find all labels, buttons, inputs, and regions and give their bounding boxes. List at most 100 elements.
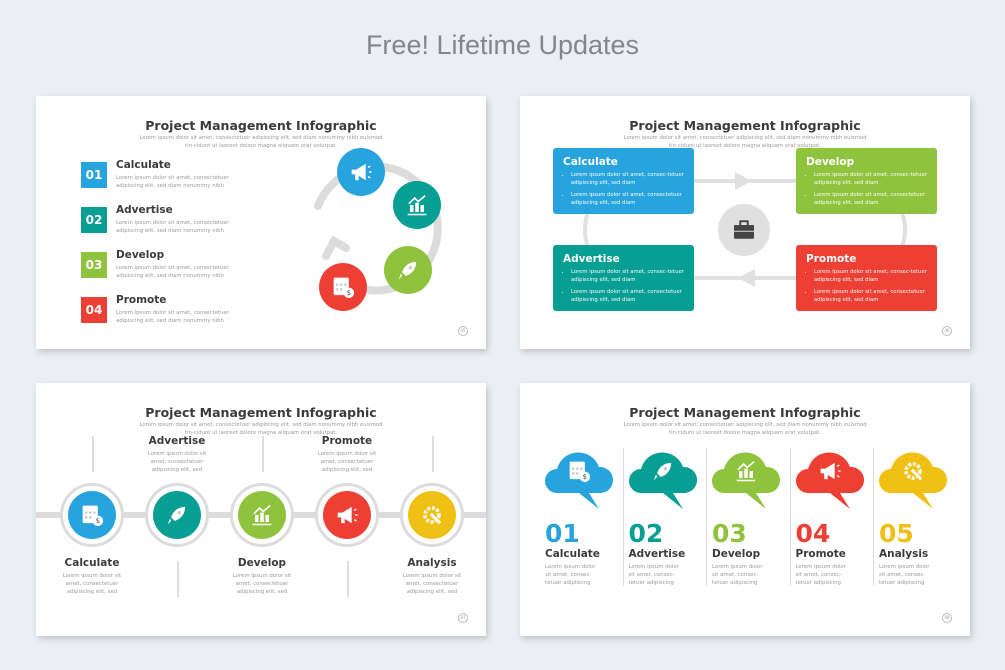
box-bullet: Lorem ipsum dolor sit amet, consec-tetue… [814,268,927,284]
box-bullet: Lorem ipsum dolor sit amet, consec-tetue… [814,171,927,187]
slide-title: Project Management Infographic [145,405,377,420]
page-number: 08 [942,613,952,623]
rocket-icon [167,506,186,525]
cloud-shape [879,452,948,509]
cloud-icon-wrap [899,457,927,489]
slide-cycle[interactable]: Project Management Infographic Lorem ips… [36,96,486,349]
box-bullet: Lorem ipsum dolor sit amet, consec-tetue… [571,171,684,187]
box-bullet: Lorem ipsum dolor sit amet, consectetuer… [571,191,684,207]
gear-wrench-icon [423,506,442,525]
step-icon-circle [323,491,371,539]
slide-clouds[interactable]: Project Management Infographic Lorem ips… [520,383,970,636]
step-label: Advertise [116,204,173,216]
cloud-shape [628,452,697,509]
cloud-icon-wrap [816,457,844,489]
slide-title: Project Management Infographic [145,118,377,133]
chart-icon [252,505,272,526]
slide-subtitle: Lorem ipsum dolor sit amet, consectetuer… [623,422,867,436]
box-bullet: Lorem ipsum dolor sit amet, consec-tetue… [571,268,684,284]
gear-wrench-icon [904,462,923,481]
step-number: 03 [712,519,747,548]
cloud-icon-wrap [732,457,760,489]
svg-text:$: $ [583,473,587,481]
step-desc: Lorem ipsum dolor sit amet, consectetuer… [116,265,229,279]
step-label: Analysis [879,548,929,560]
svg-text:$: $ [347,289,351,297]
page-number: 07 [458,613,468,623]
step-desc: Lorem ipsum dolor sit amet, consectetuer… [116,310,229,324]
center-circle [718,204,770,256]
step-ring: $ [60,483,124,547]
step-icon-circle [153,491,201,539]
divider-line [347,561,349,597]
box-bullet: Lorem ipsum dolor sit amet, consectetuer… [571,288,684,304]
step-desc: Lorem ipsum dolor sit amet, consec-tetue… [712,564,763,586]
step-ring [230,483,294,547]
slide-boxes[interactable]: Project Management Infographic Lorem ips… [520,96,970,349]
svg-text:$: $ [96,517,100,525]
step-number: 05 [879,519,914,548]
column-divider [706,448,707,586]
megaphone-icon [351,163,372,181]
calculator-icon: $ [82,505,104,527]
step-label: Promote [321,435,373,447]
flow-connectors [583,172,907,287]
box-title: Calculate [563,156,618,168]
slide-subtitle: Lorem ipsum dolor sit amet, consectetuer… [623,135,867,149]
page-number: 06 [942,326,952,336]
box-bullet: Lorem ipsum dolor sit amet, consectetuer… [814,288,927,304]
page-header-title: Free! Lifetime Updates [365,30,640,60]
step-label: Develop [237,557,287,569]
step-number: 04 [795,519,831,548]
box-title: Promote [806,253,857,265]
rocket-icon [653,462,671,481]
step-number: 03 [81,252,107,278]
calculator-icon: $ [569,461,591,483]
step-icon-circle [408,491,456,539]
step-desc: Lorem ipsum dolor sit amet, consectetuer… [232,573,292,595]
divider-line [177,561,179,597]
step-label: Develop [712,548,761,560]
step-number: 02 [628,519,664,548]
cloud-shape [545,452,614,509]
step-number: 01 [81,162,107,188]
box-title: Advertise [563,253,620,265]
step-label: Advertise [628,548,686,560]
step-desc: Lorem ipsum dolor sit amet, consectetuer… [317,451,377,473]
megaphone-icon [820,462,840,480]
step-desc: Lorem ipsum dolor sit amet, consectetuer… [116,175,229,189]
step-desc: Lorem ipsum dolor sit amet, consec-tetue… [879,564,930,586]
step-desc: Lorem ipsum dolor sit amet, consectetuer… [147,451,207,473]
step-icon-circle [393,181,441,229]
slide-title: Project Management Infographic [629,405,861,420]
box-title: Develop [806,156,855,168]
megaphone-icon [337,506,358,524]
cloud-shape [795,452,864,509]
slide-title: Project Management Infographic [629,118,861,133]
step-label: Develop [116,249,165,261]
step-label: Calculate [545,548,600,560]
step-desc: Lorem ipsum dolor sit amet, consec-tetue… [628,564,679,586]
cloud-icon-wrap: $ [565,457,593,489]
divider-line [92,436,94,472]
chart-icon [407,195,427,216]
calculator-icon: $ [333,277,355,299]
rocket-icon [398,261,417,280]
step-desc: Lorem ipsum dolor sit amet, consectetuer… [62,573,122,595]
step-desc: Lorem ipsum dolor sit amet, consectetuer… [116,220,229,234]
step-icon-circle: $ [68,491,116,539]
step-desc: Lorem ipsum dolor sit amet, consectetuer… [402,573,462,595]
divider-line [432,436,434,472]
step-number: 02 [81,207,107,233]
step-label: Calculate [116,159,171,171]
step-icon-circle: $ [319,263,367,311]
step-label: Advertise [148,435,206,447]
cloud-icon-wrap [649,457,677,489]
slide-timeline[interactable]: Project Management Infographic Lorem ips… [36,383,486,636]
step-label: Promote [795,548,846,560]
step-icon-circle [384,246,432,294]
